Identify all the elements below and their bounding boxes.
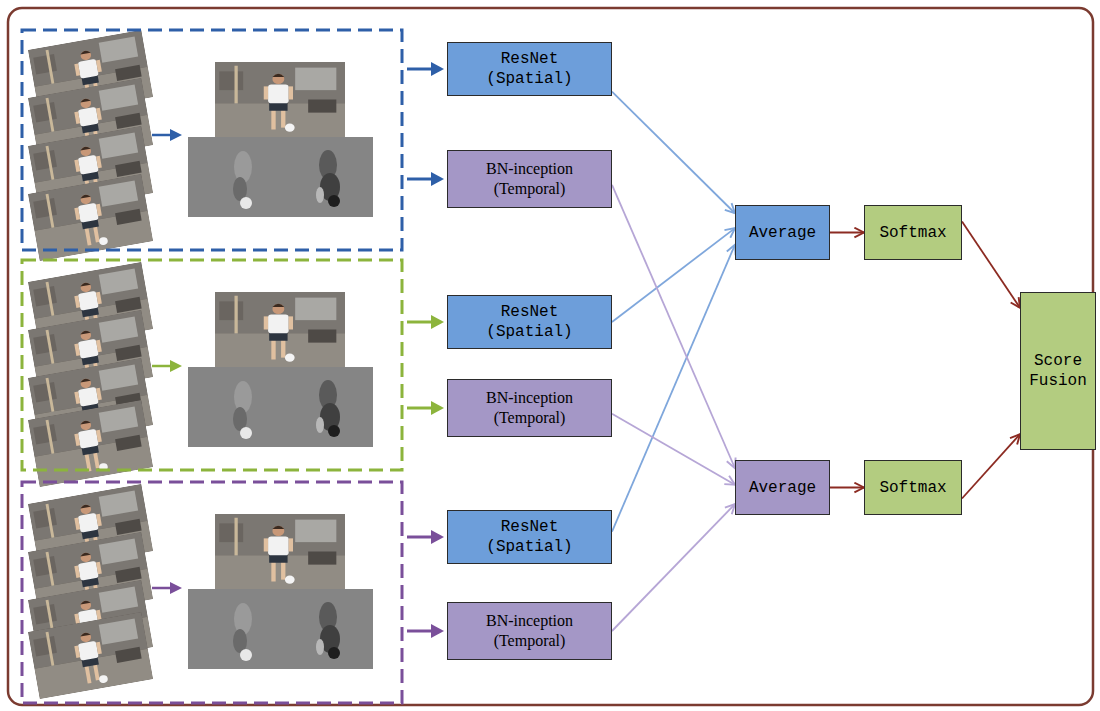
connector-arrow	[962, 222, 1020, 308]
connector-arrow	[612, 245, 735, 532]
flow-arrow	[152, 587, 172, 590]
outer-frame	[8, 8, 1093, 705]
average-box: Average	[735, 460, 830, 515]
temporal-network: BN-inception (Temporal)	[447, 150, 612, 208]
input-arrow	[431, 315, 444, 329]
segment-box	[22, 482, 402, 703]
connector-arrow	[830, 232, 864, 234]
flow-arrow	[170, 129, 182, 141]
video-frame	[28, 400, 153, 487]
optical-flow	[188, 367, 373, 447]
input-arrow	[407, 321, 433, 324]
flow-arrow	[170, 582, 182, 594]
input-arrow	[431, 401, 444, 415]
optical-flow	[188, 589, 373, 669]
connector-arrow	[962, 434, 1020, 498]
average-box: Average	[735, 205, 830, 260]
softmax-box: Softmax	[864, 205, 962, 260]
segment-box	[22, 30, 402, 250]
spatial-network: ResNet (Spatial)	[447, 295, 612, 349]
input-arrow	[407, 536, 433, 539]
node-label: Softmax	[879, 478, 946, 498]
node-label: ResNet (Spatial)	[475, 49, 585, 89]
temporal-network: BN-inception (Temporal)	[447, 602, 612, 660]
input-arrow	[407, 68, 433, 71]
node-label: Average	[749, 223, 816, 243]
spatial-network: ResNet (Spatial)	[447, 510, 612, 564]
input-arrow	[407, 178, 433, 181]
rgb-frame	[215, 62, 345, 137]
connector-arrow	[612, 414, 735, 485]
input-arrow	[431, 530, 444, 544]
rgb-frame	[215, 514, 345, 589]
connector-arrow	[612, 504, 735, 631]
rgb-frame	[215, 292, 345, 367]
segment-group	[22, 30, 444, 261]
softmax-box: Softmax	[864, 460, 962, 515]
temporal-network: BN-inception (Temporal)	[447, 379, 612, 437]
input-arrow	[431, 62, 444, 76]
connector-arrow	[612, 228, 735, 322]
input-arrow	[431, 172, 444, 186]
optical-flow	[188, 137, 373, 217]
flow-arrow	[152, 365, 172, 368]
segment-group	[22, 260, 444, 487]
connector-arrow	[612, 185, 735, 468]
segment-box	[22, 260, 402, 470]
flow-arrow	[152, 134, 172, 137]
video-frame	[28, 612, 153, 699]
node-label: Softmax	[879, 223, 946, 243]
connector-arrow	[830, 487, 864, 489]
node-label: BN-inception (Temporal)	[475, 611, 585, 651]
node-label: Average	[749, 478, 816, 498]
node-label: BN-inception (Temporal)	[475, 159, 585, 199]
input-arrow	[431, 624, 444, 638]
node-label: Score Fusion	[1027, 351, 1089, 391]
spatial-network: ResNet (Spatial)	[447, 42, 612, 96]
input-arrow	[407, 630, 433, 633]
node-label: ResNet (Spatial)	[475, 302, 585, 342]
flow-arrow	[170, 360, 182, 372]
segment-group	[22, 482, 444, 703]
node-label: ResNet (Spatial)	[475, 517, 585, 557]
video-frame	[28, 174, 153, 261]
fusion-box: Score Fusion	[1020, 292, 1096, 450]
node-label: BN-inception (Temporal)	[475, 388, 585, 428]
connector-arrow	[612, 92, 735, 214]
input-arrow	[407, 407, 433, 410]
